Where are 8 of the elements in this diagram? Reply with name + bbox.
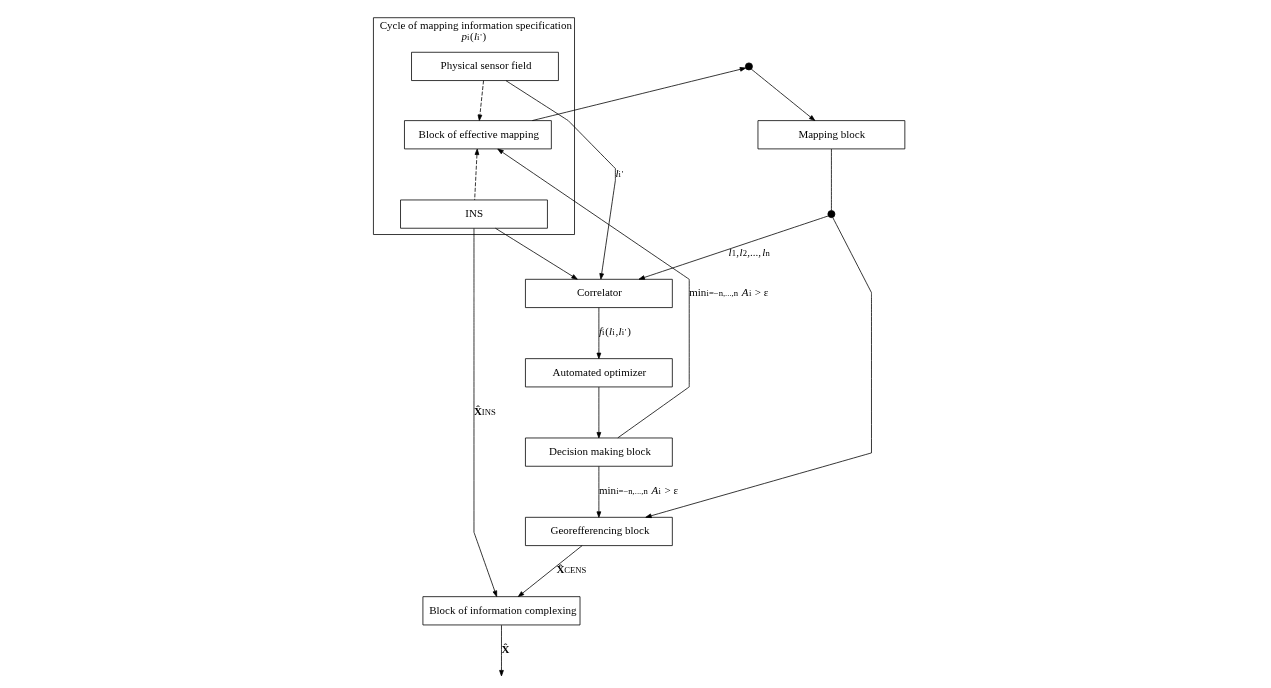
edge-label: fi(li,li') bbox=[598, 325, 631, 338]
edge-label: X̂CENS bbox=[555, 563, 586, 576]
edge-label: li' bbox=[614, 166, 623, 179]
edge-label: mini=−n,...,n Ai > ε bbox=[598, 483, 678, 496]
edge-label: mini=−n,...,n Ai > ε bbox=[688, 285, 768, 298]
edge-label: X̂ bbox=[500, 642, 509, 655]
edge-label: X̂INS bbox=[473, 404, 496, 417]
edge-label: l1,l2,...,ln bbox=[728, 245, 770, 258]
